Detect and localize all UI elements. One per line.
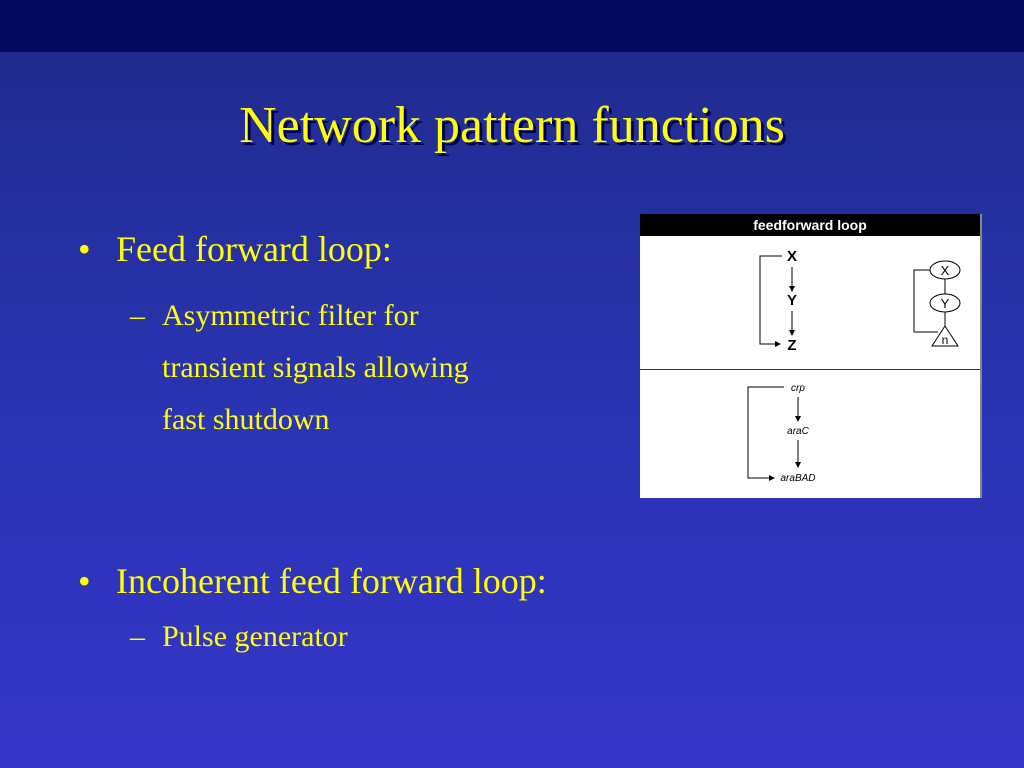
sub-line-1: Asymmetric filter for [162,299,419,332]
figure-diagram: X Y Z X Y n crp araC araBAD [747,248,961,484]
sub-line-3: fast shutdown [162,403,330,436]
bullet-feed-forward: • Feed forward loop: [78,228,392,270]
gene-arabad: araBAD [780,473,815,484]
gene-crp: crp [791,383,805,394]
figure-header: feedforward loop [640,214,980,236]
bullet-glyph: • [78,229,91,269]
feedforward-loop-figure: feedforward loop X Y Z X Y n crp araC ar… [640,214,982,498]
node-x: X [787,248,797,265]
edge-crp-arabad [747,386,784,481]
sub-line-2: transient signals allowing [162,351,469,384]
bullet-text: Feed forward loop: [116,229,392,269]
node-z: Z [787,337,796,354]
sub-bullet-asymmetric-filter: –Asymmetric filter for transient signals… [130,290,469,446]
bullet-text: Incoherent feed forward loop: [116,561,547,601]
dash-glyph: – [130,620,145,653]
node-y: Y [787,292,797,309]
edge-x-z [759,255,782,347]
bullet-glyph: • [78,561,91,601]
sub-line-1: Pulse generator [162,620,348,653]
motif-label-x: X [941,263,950,278]
slide-title: Network pattern functions [239,97,785,154]
motif-node-n [931,325,959,347]
motif-label-y: Y [941,296,950,311]
motif-label-n: n [942,333,949,347]
gene-arac: araC [787,426,809,437]
motif-edge-x-n [913,269,938,333]
top-band [0,0,1024,52]
dash-glyph: – [130,299,145,332]
figure-divider [640,369,980,370]
bullet-incoherent-feed-forward: • Incoherent feed forward loop: [78,560,547,602]
sub-bullet-pulse-generator: –Pulse generator [130,620,348,654]
